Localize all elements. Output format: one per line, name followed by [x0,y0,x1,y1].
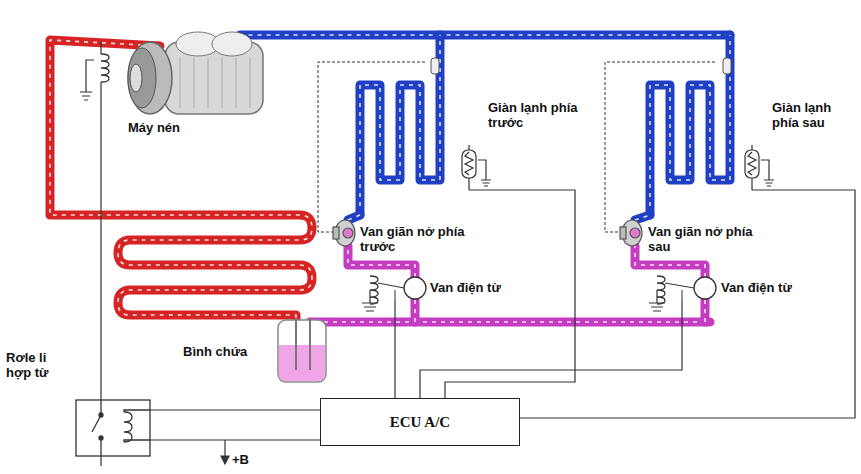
receiver [278,318,326,382]
part-label: Giàn lạnh phía trước [488,100,578,130]
part-label: Van điện từ [721,280,801,295]
sensing-tubes [318,62,715,232]
ecu-box: ECU A/C [320,398,520,446]
part-label: Rơle li hợp từ [6,350,68,380]
part-label: +B [232,452,262,467]
part-label: Van điện từ [430,280,510,295]
part-label: Van giãn nở phía trước [360,224,480,254]
part-label: Máy nén [128,120,208,135]
node-text: ECU A/C [390,414,450,431]
wires [80,42,855,466]
solenoid-valves [404,277,716,299]
compressor [128,32,263,114]
bulbs [431,58,731,74]
part-label: Bình chứa [183,344,273,359]
refrigerant-pipes [50,35,730,326]
thermistors [462,150,759,178]
part-label: Giàn lạnh phía sau [772,100,858,130]
part-label: Van giãn nở phía sau [648,224,768,254]
relay [76,400,150,456]
